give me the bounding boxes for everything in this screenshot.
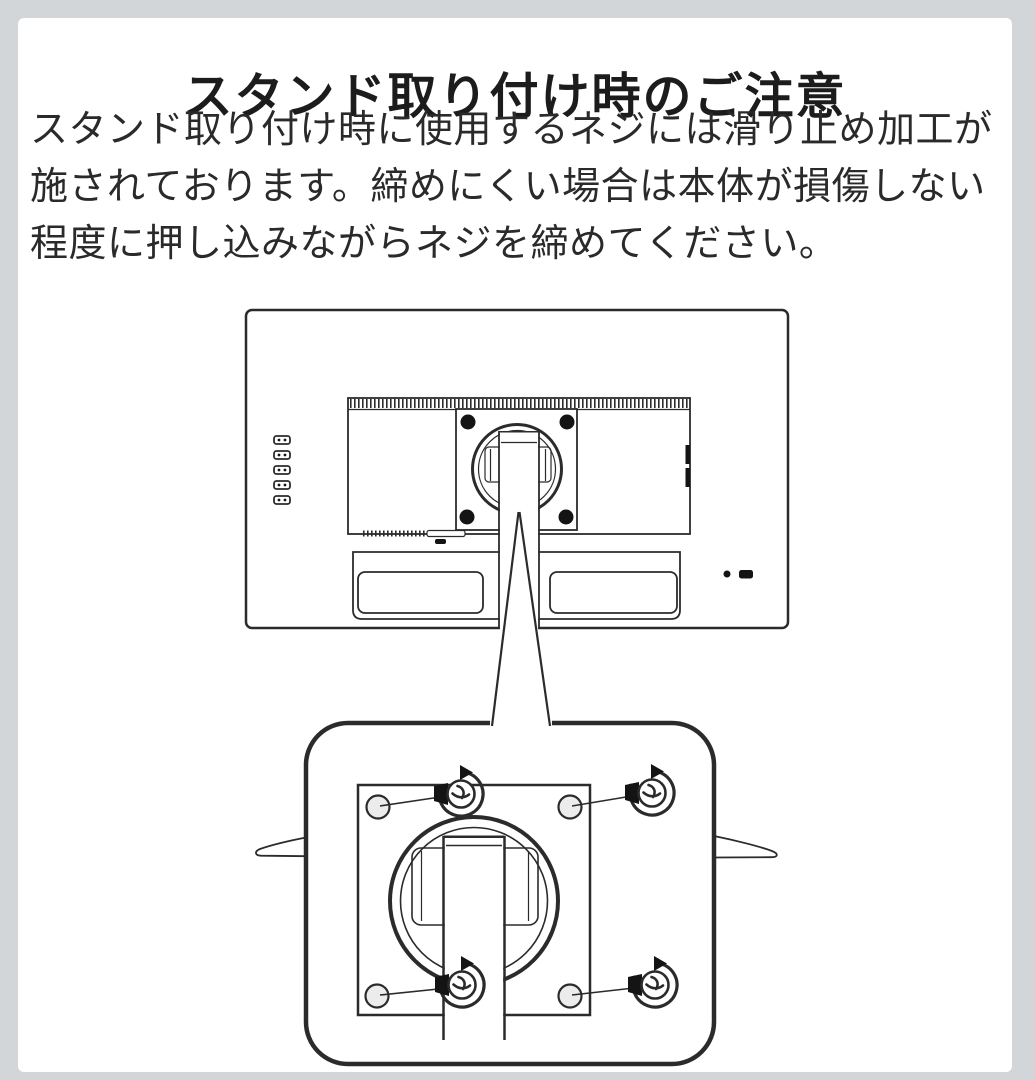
port-marks — [685, 445, 690, 487]
stand-column — [498, 430, 540, 630]
vesa-screw — [559, 414, 575, 430]
screw-hole — [364, 983, 390, 1009]
control-button — [273, 495, 291, 505]
panel-slot — [426, 529, 466, 538]
power-led-mark — [723, 570, 731, 578]
leader-line — [571, 795, 633, 807]
control-buttons — [273, 435, 291, 505]
notice-text-line: スタンド取り付け時に使用するネジには滑り止め加工が — [30, 109, 993, 151]
control-button — [273, 480, 291, 490]
monitor-rear-view — [244, 308, 790, 630]
vesa-screw — [460, 414, 476, 430]
notice-paragraph: スタンド取り付け時に使用するネジには滑り止め加工が 施されております。締めにくい… — [30, 102, 1010, 273]
logo-mark — [435, 539, 446, 544]
speaker-vents — [357, 571, 678, 614]
control-button — [273, 435, 291, 445]
base-foot-left — [255, 836, 307, 858]
page-title: スタンド取り付け時のご注意 — [183, 69, 847, 124]
speaker-vent — [549, 571, 678, 614]
switch-mark — [739, 570, 753, 579]
screw-hole — [365, 794, 391, 820]
vesa-screw — [459, 509, 475, 525]
speaker-vent — [357, 571, 484, 614]
vesa-screw — [558, 509, 574, 525]
detail-view — [255, 716, 778, 1067]
leader-line — [571, 987, 635, 996]
control-button — [273, 465, 291, 475]
screw-hole — [557, 794, 583, 820]
zoom-callout-lines — [490, 511, 552, 727]
control-button — [273, 450, 291, 460]
notice-text-line: 程度に押し込みながらネジを締めてください。 — [30, 223, 838, 265]
base-foot-right — [713, 834, 778, 859]
notice-text-line: 施されております。締めにくい場合は本体が損傷しない — [30, 166, 986, 208]
screw-hole — [557, 983, 583, 1009]
detail-stand-column — [442, 835, 506, 1040]
